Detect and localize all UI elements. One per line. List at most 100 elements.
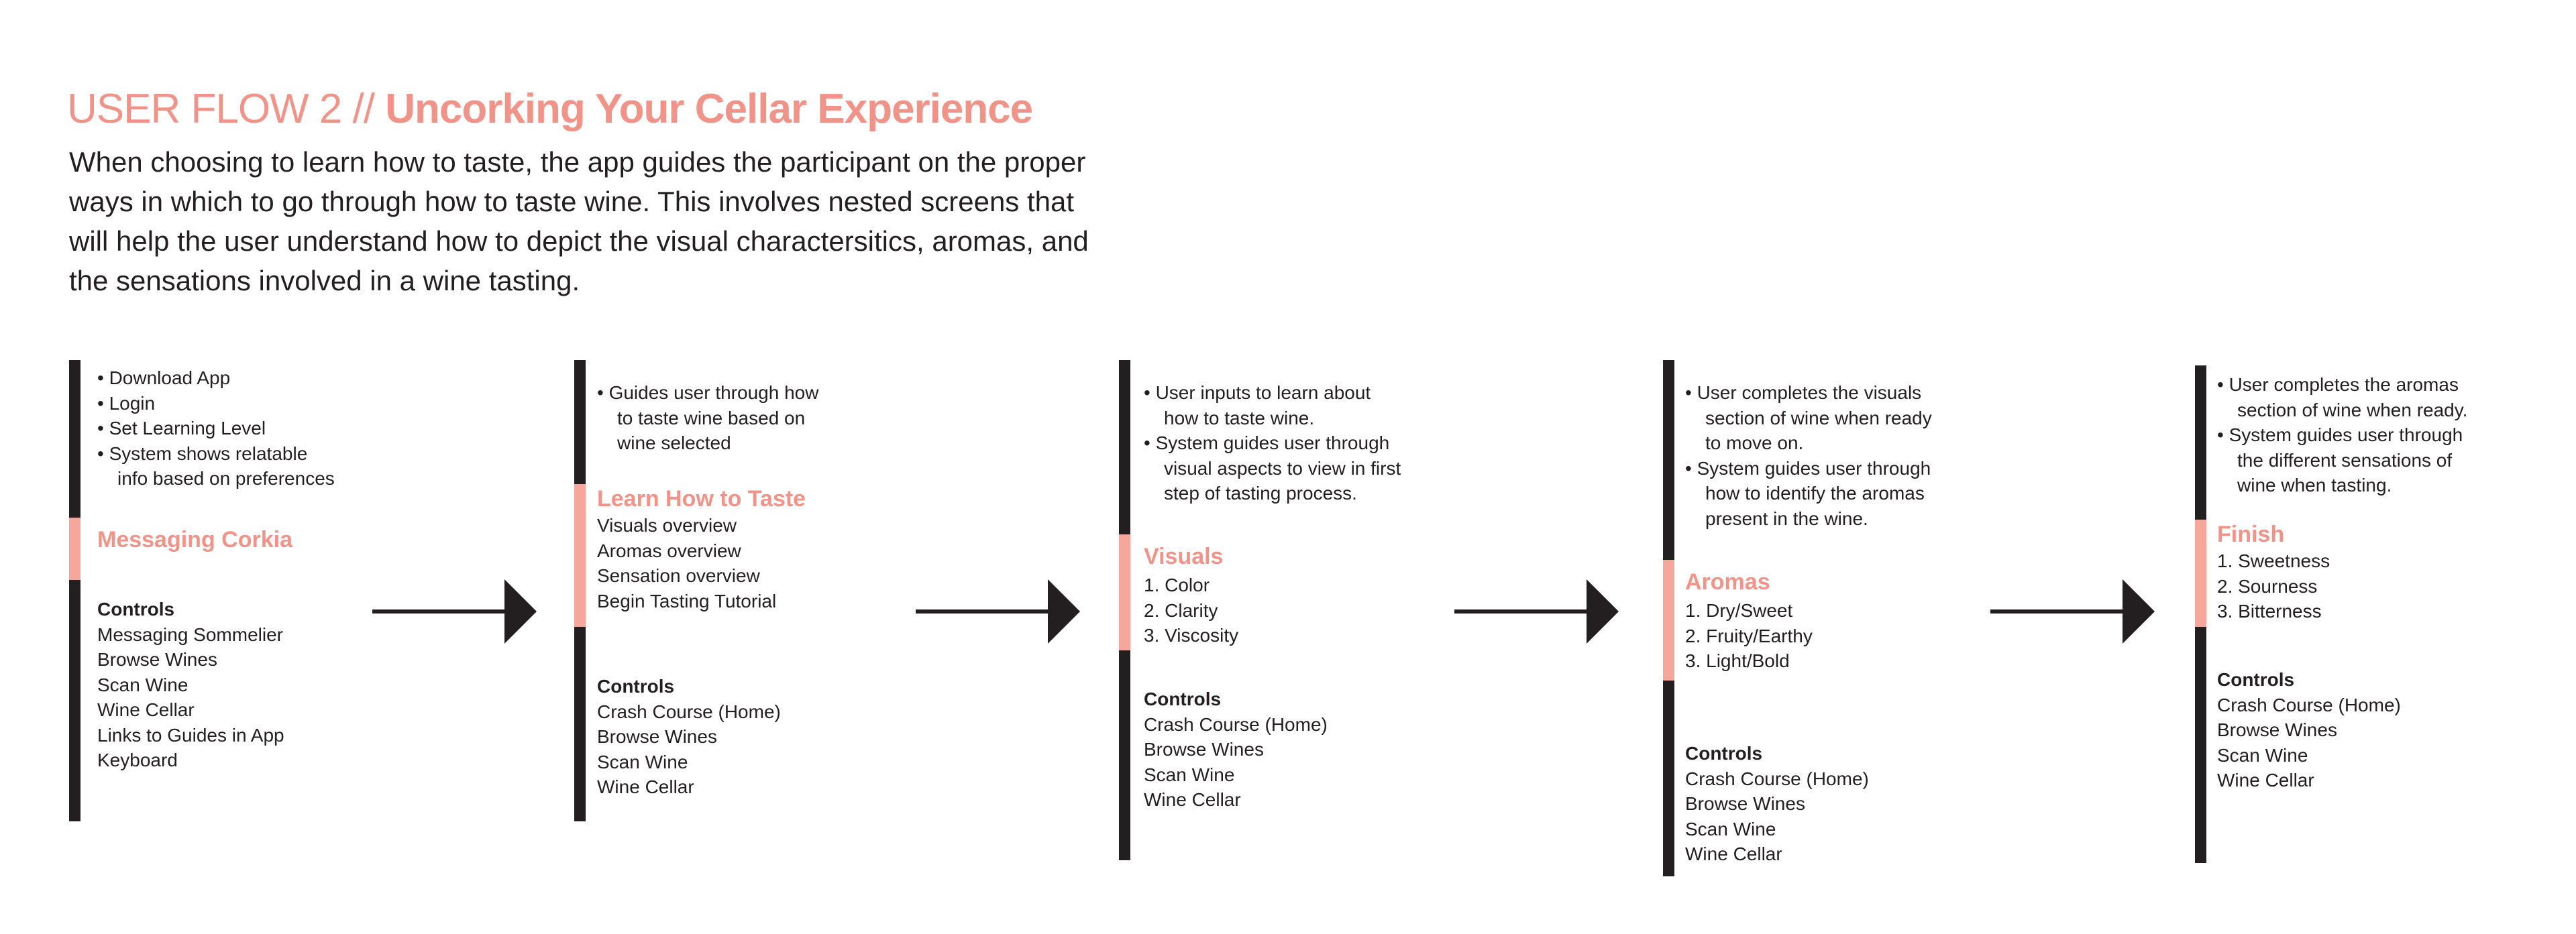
arrow-head-icon [1587, 579, 1619, 644]
stage-bar-accent [574, 484, 586, 627]
stage-bar-accent [69, 518, 80, 580]
note-line: section of wine when ready. [2237, 399, 2468, 420]
flow-arrow-2 [916, 579, 1080, 644]
list-item: 1. Color [1144, 575, 1210, 595]
control-item: Wine Cellar [1685, 843, 1782, 864]
control-item: Messaging Sommelier [97, 624, 283, 645]
list-item: 1. Sweetness [2217, 550, 2330, 571]
stage-heading: Finish [2217, 522, 2285, 547]
control-item: Scan Wine [597, 751, 688, 772]
control-item: Scan Wine [2217, 744, 2308, 766]
control-item: Browse Wines [1144, 739, 1264, 760]
list-item: 3. Viscosity [1144, 625, 1239, 646]
list-item: 1. Dry/Sweet [1685, 600, 1793, 621]
list-item: 3. Light/Bold [1685, 650, 1790, 671]
control-item: Links to Guides in App [97, 724, 284, 746]
control-item: Scan Wine [1144, 764, 1235, 785]
arrow-head-icon [504, 579, 537, 644]
controls-title: Controls [2217, 669, 2295, 690]
list-item: 2. Sourness [2217, 575, 2318, 597]
control-item: Browse Wines [97, 649, 217, 670]
stage-notes: • User completes the visuals section of w… [1685, 380, 1932, 531]
arrow-line [372, 609, 506, 614]
stage-bar [1119, 360, 1130, 860]
stage-heading: Visuals [1144, 544, 1224, 569]
note-line: • User completes the visuals [1685, 382, 1922, 403]
stage-notes: • Download App • Login • Set Learning Leve… [97, 365, 335, 491]
arrow-line [1990, 609, 2124, 614]
list-item: Sensation overview [597, 565, 760, 586]
list-item: 2. Clarity [1144, 599, 1218, 621]
note-line: how to taste wine. [1164, 407, 1315, 428]
control-item: Crash Course (Home) [1144, 713, 1328, 735]
control-item: Browse Wines [597, 726, 717, 747]
control-item: Keyboard [97, 750, 178, 770]
list-item: Aromas overview [597, 540, 741, 561]
note-line: • Guides user through how [597, 382, 819, 403]
page-title: USER FLOW 2 // Uncorking Your Cellar Exp… [67, 85, 1033, 132]
note-line: • Download App [97, 367, 231, 388]
stage-controls: Controls Crash Course (Home) Browse Wines… [1685, 741, 1869, 867]
flow-arrow-3 [1454, 579, 1619, 644]
arrow-line [1454, 609, 1588, 614]
stage-heading: Aromas [1685, 569, 1770, 595]
note-line: wine when tasting. [2237, 475, 2392, 495]
stage-bar-accent [1663, 560, 1674, 681]
note-line: section of wine when ready [1705, 407, 1932, 428]
note-line: how to identify the aromas [1705, 483, 1925, 504]
stage-bar-accent [1119, 534, 1130, 650]
arrow-line [916, 609, 1049, 614]
control-item: Crash Course (Home) [597, 701, 781, 722]
stage-bar [1663, 360, 1674, 876]
note-line: visual aspects to view in first [1164, 457, 1401, 479]
stage-notes: • User completes the aromas section of wi… [2217, 372, 2467, 498]
arrow-head-icon [1048, 579, 1080, 644]
stage-bar [69, 360, 80, 821]
page-title-prefix: USER FLOW 2 // [67, 85, 386, 132]
list-item: 2. Fruity/Earthy [1685, 625, 1813, 646]
control-item: Wine Cellar [97, 699, 195, 720]
controls-title: Controls [1685, 743, 1763, 764]
note-line: • System guides user through [2217, 424, 2463, 445]
control-item: Scan Wine [97, 674, 189, 695]
stage-bar-accent [2195, 520, 2206, 627]
note-line: • System guides user through [1685, 457, 1931, 479]
note-line: • System shows relatable [97, 443, 308, 464]
controls-title: Controls [597, 676, 675, 697]
flow-arrow-1 [372, 579, 537, 644]
control-item: Browse Wines [1685, 793, 1805, 814]
note-line: present in the wine. [1705, 508, 1868, 529]
note-line: info based on preferences [117, 468, 335, 489]
control-item: Crash Course (Home) [1685, 768, 1869, 789]
note-line: wine selected [617, 432, 731, 453]
note-line: • User completes the aromas [2217, 374, 2459, 395]
stage-list: 1. Color 2. Clarity 3. Viscosity [1144, 573, 1238, 648]
note-line: • Login [97, 392, 156, 414]
stage-controls: Controls Crash Course (Home) Browse Wines… [597, 674, 781, 800]
arrow-head-icon [2123, 579, 2155, 644]
control-item: Wine Cellar [2217, 770, 2314, 791]
controls-title: Controls [97, 599, 175, 620]
stage-bar [574, 360, 586, 821]
note-line: • Set Learning Level [97, 418, 266, 439]
stage-bar [2195, 365, 2206, 863]
page-title-main: Uncorking Your Cellar Experience [385, 85, 1033, 132]
control-item: Wine Cellar [597, 776, 694, 797]
control-item: Crash Course (Home) [2217, 694, 2401, 715]
note-line: to move on. [1705, 432, 1804, 453]
stage-heading: Messaging Corkia [97, 527, 292, 552]
flow-arrow-4 [1990, 579, 2155, 644]
note-line: step of tasting process. [1164, 483, 1357, 504]
control-item: Browse Wines [2217, 719, 2337, 740]
